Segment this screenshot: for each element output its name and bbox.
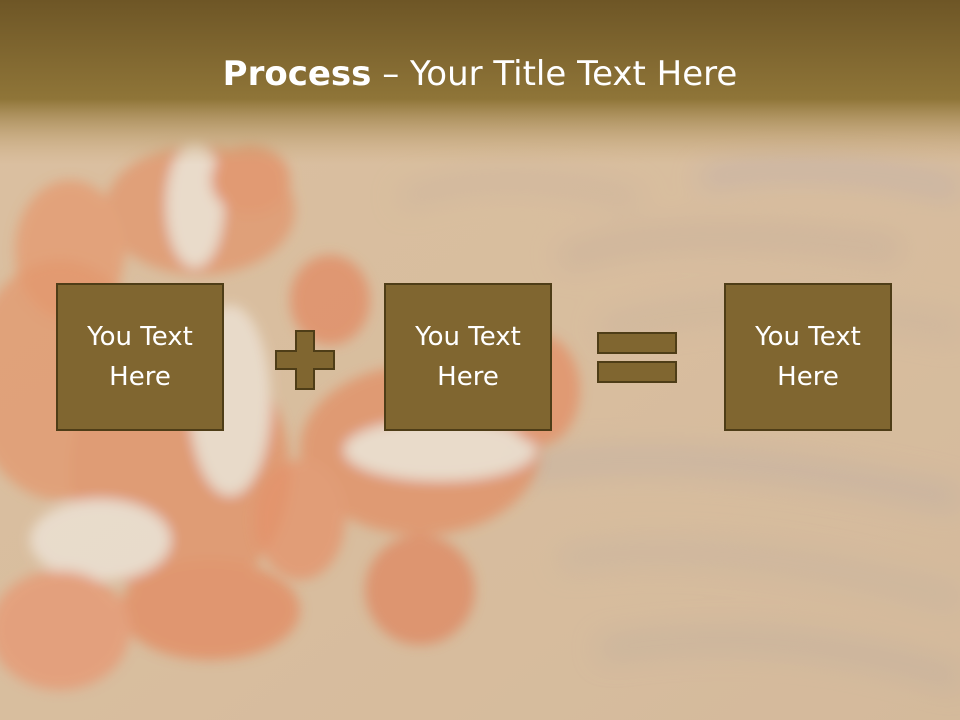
title-dash: – — [371, 54, 411, 94]
process-box-1-text: You Text Here — [87, 322, 193, 392]
process-box-3: You Text Here — [724, 283, 892, 431]
title-rest: Your Title Text Here — [410, 54, 738, 94]
process-box-2-text: You Text Here — [415, 322, 521, 392]
process-box-1: You Text Here — [56, 283, 224, 431]
equals-icon — [597, 332, 677, 383]
plus-icon — [275, 330, 335, 390]
title-bold: Process — [222, 54, 372, 94]
process-box-2: You Text Here — [384, 283, 552, 431]
slide-title: Process – Your Title Text Here — [0, 52, 960, 96]
process-box-3-text: You Text Here — [755, 322, 861, 392]
